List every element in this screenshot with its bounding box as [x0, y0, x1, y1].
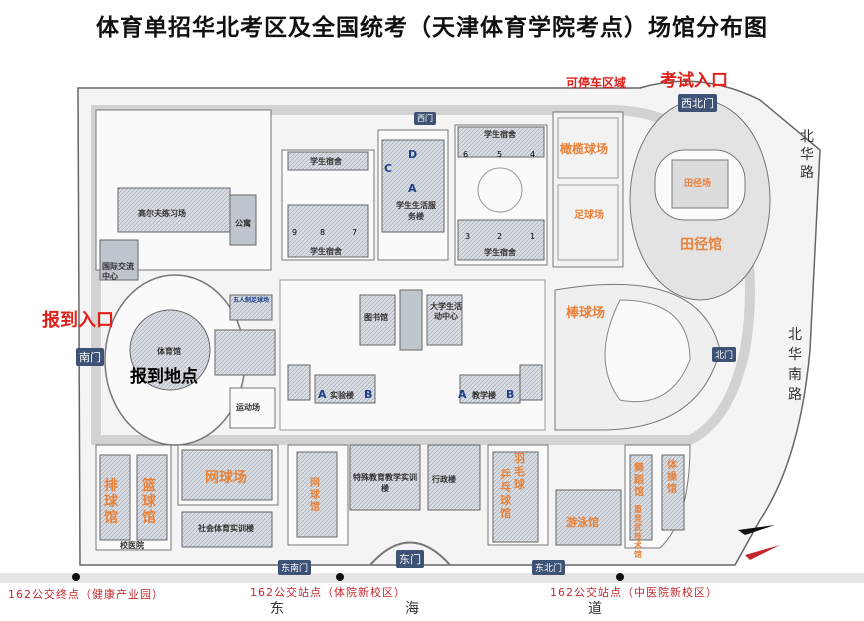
teaching-building: 教学楼: [472, 391, 496, 400]
table-tennis-hall: 乒乓球馆: [500, 468, 511, 520]
dorm-num-7: 7: [352, 228, 358, 237]
tennis-hall: 网球馆: [310, 478, 320, 513]
teach-a: A: [458, 388, 467, 401]
teach-b: B: [506, 388, 515, 401]
dorm-num-8: 8: [320, 228, 326, 237]
dorm-num-3: 3: [465, 232, 471, 241]
fitness-field: 五人制足球场: [232, 297, 269, 304]
track-field: 田径场: [684, 179, 712, 189]
activity-center: 大学生活动中心: [430, 302, 462, 321]
dorm-num-9: 9: [292, 228, 298, 237]
hospital: 校医院: [120, 541, 144, 550]
volleyball-hall: 排球馆: [104, 478, 118, 526]
bus-stop-tiyuan-marker: [336, 573, 344, 581]
dorm-top-right: 学生宿舍: [484, 130, 516, 139]
exam-entrance-label: 考试入口: [660, 71, 728, 91]
bus-stop-terminal: 162公交终点（健康产业园）: [8, 588, 164, 601]
road-donghai-2: 海: [405, 601, 419, 617]
basketball-hall: 篮球馆: [142, 478, 156, 526]
report-site-label: 报到地点: [130, 367, 198, 387]
admin-building: 行政楼: [432, 475, 456, 484]
golf-range: 高尔夫练习场: [138, 209, 186, 218]
parking-label: 可停车区域: [566, 76, 627, 90]
martial-arts-hall: 重竞武技术馆: [634, 505, 642, 559]
gate-south: 南门: [76, 348, 104, 366]
dorm-num-5: 5: [497, 150, 503, 159]
map-title: 体育单招华北考区及全国统考（天津体育学院考点）场馆分布图: [96, 15, 768, 41]
lab-building: 实验楼: [330, 391, 354, 400]
bus-stop-zhongyi: 162公交站点（中医院新校区）: [550, 586, 718, 599]
gate-northwest: 西北门: [678, 94, 717, 112]
library: 图书馆: [364, 313, 388, 322]
service-c: C: [384, 162, 393, 175]
gate-west: 西门: [414, 112, 436, 125]
dorm-num-2: 2: [497, 232, 503, 241]
road-north-huanan: 北华南路: [788, 327, 802, 403]
badminton: 羽毛球: [514, 452, 525, 491]
gate-east: 东门: [396, 550, 424, 568]
dorm-top-left: 学生宿舍: [310, 157, 342, 166]
bus-stop-terminal-marker: [72, 573, 80, 581]
swimming-hall: 游泳馆: [566, 516, 599, 529]
gym: 体育馆: [157, 347, 181, 356]
lab-a: A: [318, 388, 327, 401]
track-hall: 田径馆: [680, 237, 722, 253]
tennis-field: 网球场: [205, 470, 247, 486]
road-north-huabei: 北华路: [800, 129, 814, 181]
gate-north: 北门: [712, 347, 737, 362]
report-entrance-label: 报到入口: [42, 310, 114, 331]
dance-hall: 舞蹈馆: [634, 463, 644, 498]
road-donghai-3: 道: [588, 601, 602, 617]
bus-stop-zhongyi-marker: [616, 573, 624, 581]
playground: 运动场: [236, 403, 260, 412]
apartment: 公寓: [235, 219, 251, 228]
road-donghai-1: 东: [270, 601, 284, 617]
service-d: D: [408, 148, 418, 161]
dorm-bottom-left: 学生宿舍: [310, 247, 342, 256]
football-field: 足球场: [574, 210, 604, 221]
service-a: A: [408, 182, 417, 195]
intl-center: 国际交流中心: [102, 262, 134, 281]
special-ed-building: 特殊教育教学实训楼: [353, 473, 417, 493]
social-sports-building: 社会体育实训楼: [198, 524, 254, 533]
lab-b: B: [364, 388, 373, 401]
gate-east-north: 东北门: [532, 560, 566, 575]
gymnastics-hall: 体操馆: [667, 460, 677, 495]
gate-southeast: 东南门: [278, 560, 312, 575]
baseball-field: 棒球场: [566, 306, 606, 321]
service-building: 学生生活服务楼: [396, 201, 436, 221]
rugby-field: 橄榄球场: [560, 142, 609, 156]
dorm-num-4: 4: [530, 150, 536, 159]
dorm-num-6: 6: [463, 150, 469, 159]
bus-stop-tiyuan: 162公交站点（体院新校区）: [250, 586, 406, 599]
dorm-bottom-right: 学生宿舍: [484, 248, 516, 257]
dorm-num-1: 1: [530, 232, 536, 241]
